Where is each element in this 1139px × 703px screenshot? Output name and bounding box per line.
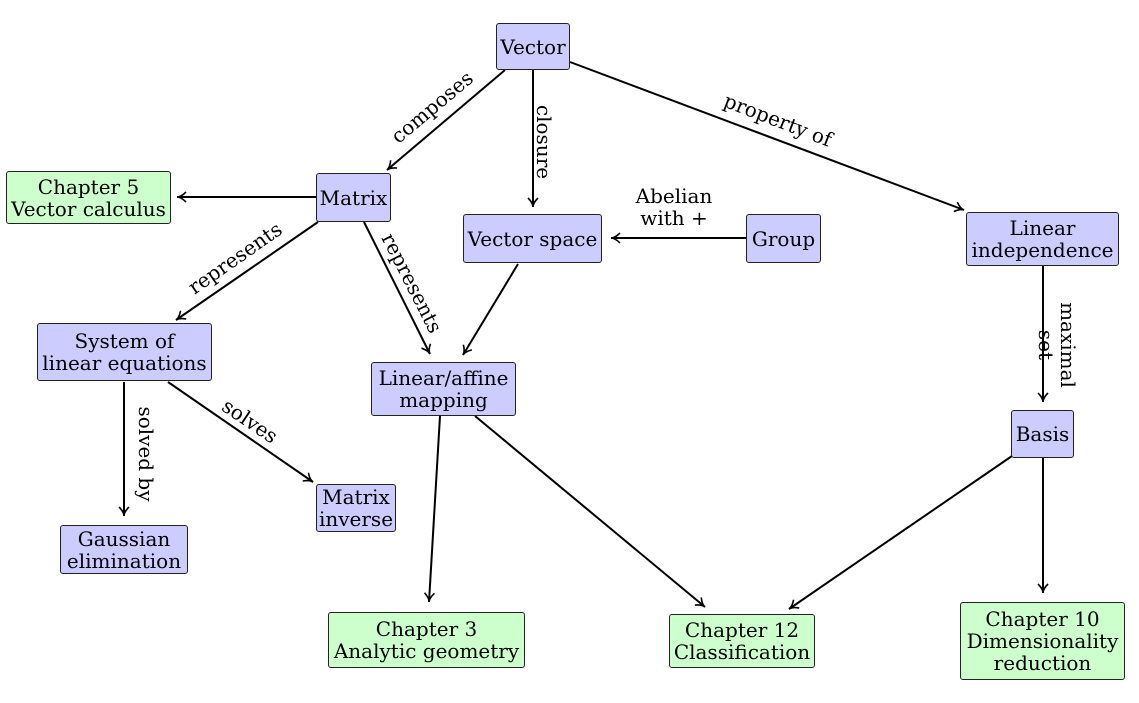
edge-vector-space-mapping [462,263,519,356]
node-system-of-linear-equations: System of linear equations [37,323,212,381]
node-chapter-5: Chapter 5 Vector calculus [6,171,171,224]
node-vector: Vector [496,23,570,70]
node-linear-affine-mapping: Linear/affine mapping [371,362,516,416]
node-matrix-inverse: Matrix inverse [316,484,396,532]
edge-system-matrix-inverse [167,381,314,483]
edge-matrix-system [175,221,319,321]
edge-vector-matrix [386,69,506,171]
node-chapter-12: Chapter 12 Classification [669,614,815,668]
node-group: Group [746,214,821,263]
edge-mapping-chapter12 [474,415,706,608]
node-matrix: Matrix [316,173,391,222]
edge-label-maximal-set: maximal set [1034,302,1080,388]
edge-label-closure: closure [532,104,556,180]
node-linear-independence: Linear independence [966,212,1119,266]
node-basis: Basis [1011,410,1074,458]
node-vector-space: Vector space [463,214,602,263]
edge-mapping-chapter3 [423,415,441,603]
edge-vector-linear-independence [569,61,965,213]
node-chapter-3: Chapter 3 Analytic geometry [328,612,525,668]
edge-label-solved-by: solved by [134,406,158,502]
node-gaussian-elimination: Gaussian elimination [60,525,188,574]
edge-basis-chapter12 [788,455,1013,610]
edge-label-abelian-with-plus: Abelian with + [635,184,713,230]
edge-matrix-mapping [363,221,432,355]
node-chapter-10: Chapter 10 Dimensionality reduction [960,602,1125,680]
